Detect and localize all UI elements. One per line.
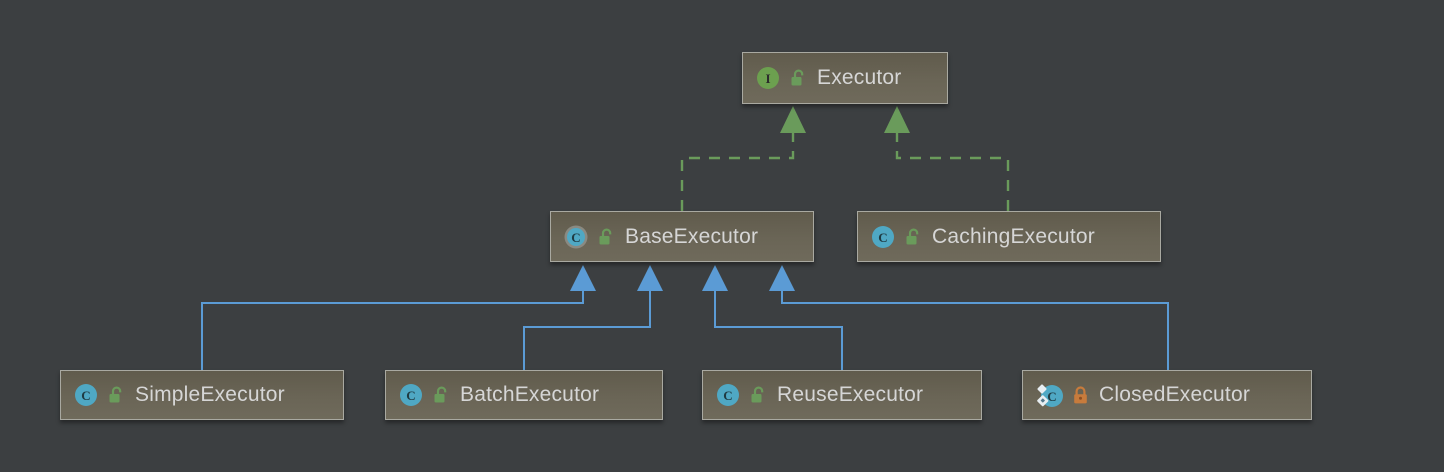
unlocked-padlock-icon xyxy=(598,227,615,247)
svg-text:I: I xyxy=(765,71,770,86)
svg-text:C: C xyxy=(1047,389,1056,404)
svg-text:C: C xyxy=(406,388,415,403)
locked-padlock-icon xyxy=(1072,385,1089,405)
unlocked-padlock-icon xyxy=(790,68,807,88)
class-icon: C xyxy=(73,382,99,408)
node-label: CachingExecutor xyxy=(932,224,1095,248)
node-label: BatchExecutor xyxy=(460,383,600,406)
node-batch-executor[interactable]: C BatchExecutor xyxy=(385,370,663,420)
edge-closed-extends-base xyxy=(769,265,1169,370)
node-executor[interactable]: I Executor xyxy=(742,52,948,104)
svg-text:C: C xyxy=(878,230,887,245)
node-base-executor[interactable]: C BaseExecutor xyxy=(550,211,814,262)
svg-text:C: C xyxy=(723,388,732,403)
svg-text:C: C xyxy=(571,230,580,245)
unlocked-padlock-icon xyxy=(433,385,450,405)
test-marker-icon xyxy=(1037,384,1049,407)
edge-caching-implements-executor xyxy=(884,106,1010,211)
interface-icon: I xyxy=(755,65,781,91)
svg-text:C: C xyxy=(81,388,90,403)
class-icon: C xyxy=(715,382,741,408)
edge-reuse-extends-base xyxy=(702,265,843,370)
node-label: BaseExecutor xyxy=(625,224,759,248)
abstract-class-icon: C xyxy=(563,224,589,250)
edge-batch-extends-base xyxy=(523,265,663,370)
node-label: ReuseExecutor xyxy=(777,383,924,406)
node-label: ClosedExecutor xyxy=(1099,383,1251,406)
node-closed-executor[interactable]: C ClosedExecutor xyxy=(1022,370,1312,420)
edge-simple-extends-base xyxy=(201,265,596,370)
unlocked-padlock-icon xyxy=(108,385,125,405)
node-label: Executor xyxy=(817,66,902,89)
unlocked-padlock-icon xyxy=(905,227,922,247)
node-simple-executor[interactable]: C SimpleExecutor xyxy=(60,370,344,420)
edge-base-implements-executor xyxy=(680,106,806,211)
node-caching-executor[interactable]: C CachingExecutor xyxy=(857,211,1161,262)
unlocked-padlock-icon xyxy=(750,385,767,405)
node-label: SimpleExecutor xyxy=(135,383,285,406)
class-icon: C xyxy=(870,224,896,250)
node-reuse-executor[interactable]: C ReuseExecutor xyxy=(702,370,982,420)
class-icon: C xyxy=(1035,382,1065,408)
class-icon: C xyxy=(398,382,424,408)
